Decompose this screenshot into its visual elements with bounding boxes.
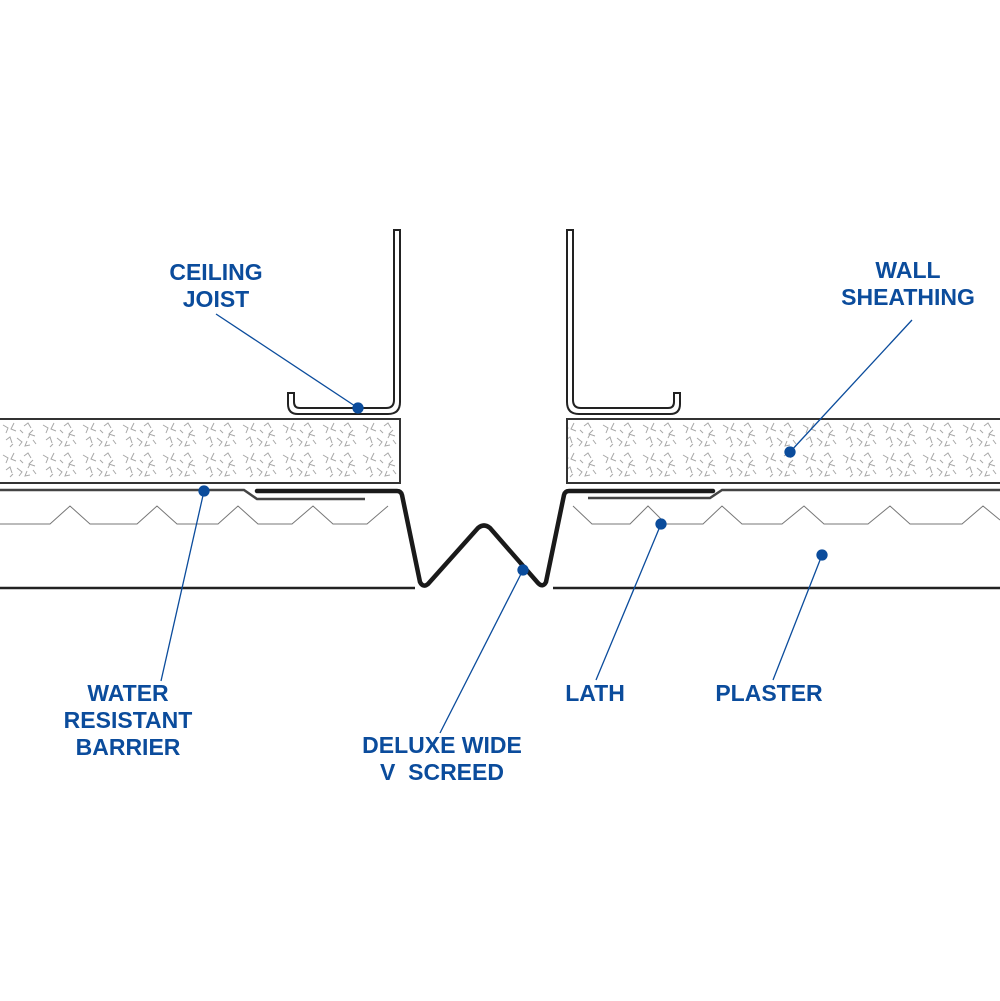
label-line: JOIST bbox=[182, 286, 250, 312]
lath-right bbox=[572, 505, 1000, 525]
label-line: WATER bbox=[87, 680, 169, 706]
ceiling-joist-right bbox=[566, 229, 681, 415]
label-deluxe-wide-v-screed: DELUXE WIDE V SCREED bbox=[342, 732, 542, 786]
label-line: PLASTER bbox=[715, 680, 823, 706]
label-line: V SCREED bbox=[380, 759, 504, 785]
label-plaster: PLASTER bbox=[700, 680, 838, 707]
water-resistant-barrier-right bbox=[588, 488, 1000, 500]
leader-line-ceiling-joist bbox=[215, 313, 359, 409]
leader-dot-wall-sheathing bbox=[784, 446, 796, 458]
leader-dot-plaster bbox=[816, 549, 828, 561]
sheathing-board-right bbox=[566, 418, 1000, 484]
ceiling-joist-left bbox=[287, 229, 401, 415]
label-lath: LATH bbox=[550, 680, 640, 707]
leader-line-water-resistant-barrier bbox=[160, 490, 205, 682]
v-screed bbox=[254, 488, 716, 588]
label-line: RESISTANT bbox=[63, 707, 193, 733]
leader-dot-lath bbox=[655, 518, 667, 530]
label-line: SHEATHING bbox=[841, 284, 975, 310]
label-line: BARRIER bbox=[75, 734, 181, 760]
leader-dot-ceiling-joist bbox=[352, 402, 364, 414]
water-resistant-barrier-left bbox=[0, 488, 365, 501]
label-line: DELUXE WIDE bbox=[362, 732, 522, 758]
leader-line-v-screed bbox=[439, 569, 524, 734]
leader-line-plaster bbox=[772, 554, 823, 681]
label-line: CEILING bbox=[169, 259, 263, 285]
label-water-resistant-barrier: WATER RESISTANT BARRIER bbox=[48, 680, 208, 761]
leader-line-wall-sheathing bbox=[789, 319, 913, 453]
label-ceiling-joist: CEILING JOIST bbox=[150, 259, 282, 313]
lath-left bbox=[0, 505, 389, 525]
label-line: LATH bbox=[565, 680, 625, 706]
sheathing-board-left bbox=[0, 418, 401, 484]
label-line: WALL bbox=[875, 257, 941, 283]
leader-dot-v-screed bbox=[517, 564, 529, 576]
leader-line-lath bbox=[595, 523, 662, 681]
leader-dot-water-resistant-barrier bbox=[198, 485, 210, 497]
label-wall-sheathing: WALL SHEATHING bbox=[825, 257, 991, 311]
